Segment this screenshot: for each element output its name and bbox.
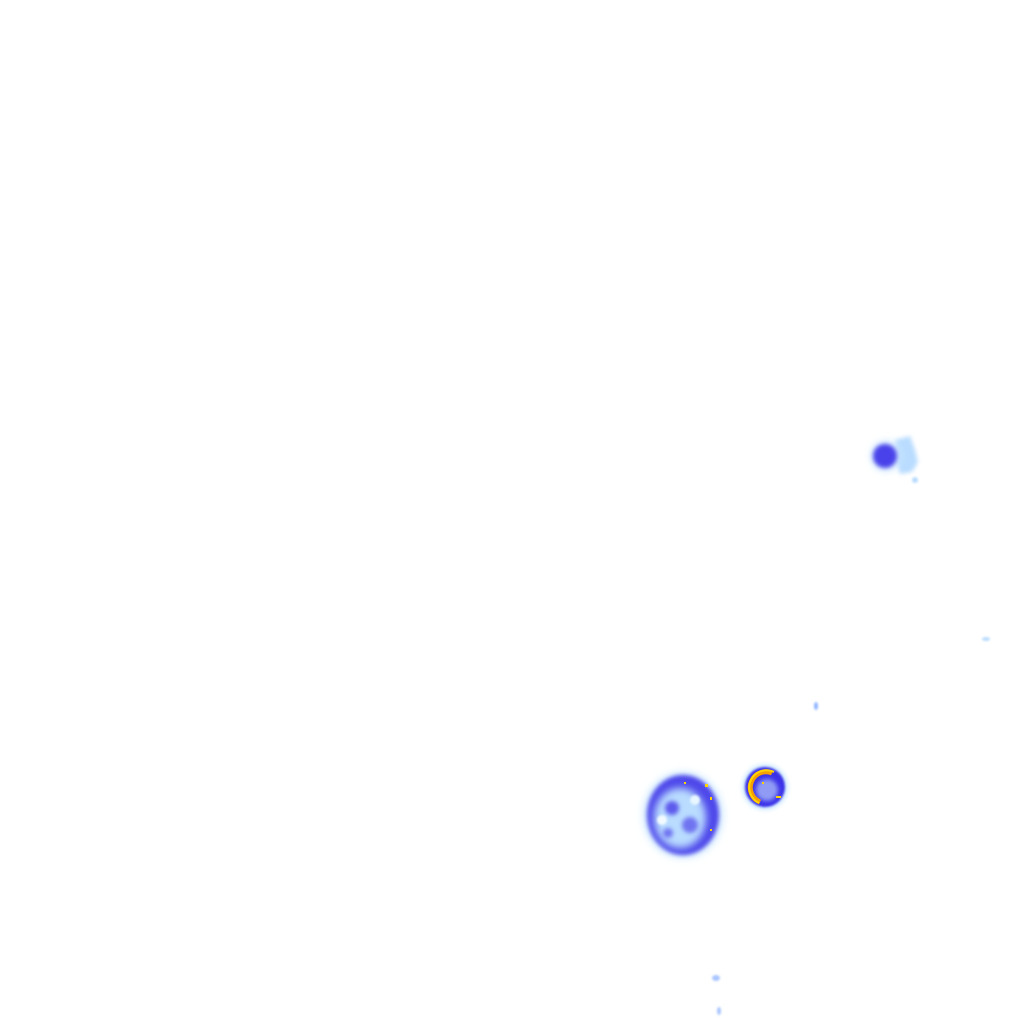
hotspot-cell: [742, 764, 788, 810]
small-cell-cluster: [871, 436, 918, 483]
debris-specks: [712, 637, 990, 1015]
large-cell: [643, 772, 723, 858]
